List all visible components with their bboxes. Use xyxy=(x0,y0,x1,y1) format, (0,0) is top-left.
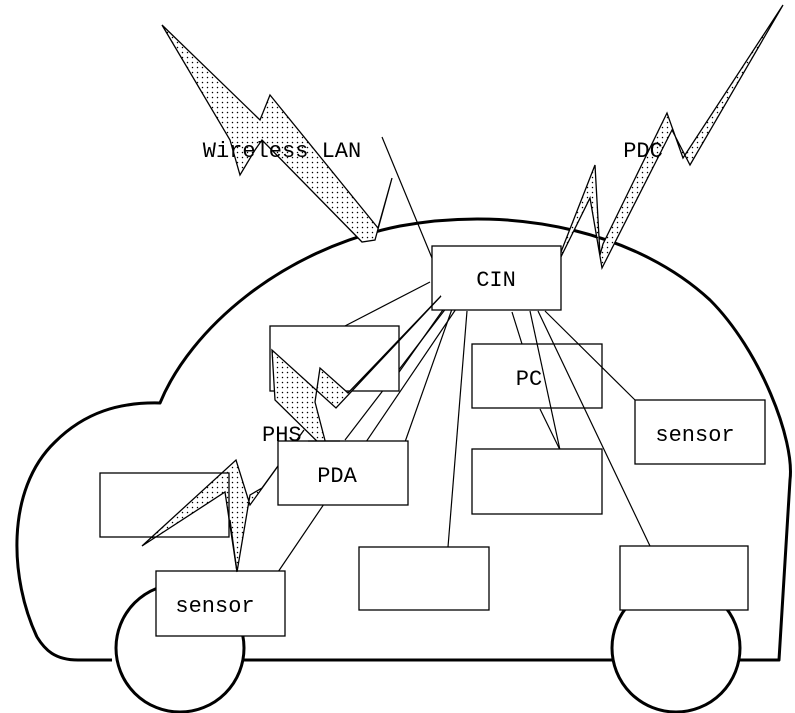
cin-label: CIN xyxy=(476,268,516,293)
device-box-bottom-right xyxy=(620,546,748,610)
pdc-label: PDC xyxy=(623,139,663,164)
pc-node: PC xyxy=(472,344,602,408)
sensor-node-right: sensor xyxy=(635,400,765,464)
pda-label: PDA xyxy=(317,464,357,489)
sensor-right-label: sensor xyxy=(655,423,734,448)
device-box-center xyxy=(472,449,602,514)
pda-node: PDA xyxy=(278,441,408,505)
sensor-bottom-label: sensor xyxy=(175,594,254,619)
wireless-lan-label: Wireless LAN xyxy=(203,139,361,164)
wireless-lan-signal xyxy=(162,25,392,242)
cin-node: CIN xyxy=(432,246,561,310)
phs-label: PHS xyxy=(262,423,302,448)
device-box-bottom-center xyxy=(359,547,489,610)
sensor-node-bottom: sensor xyxy=(156,571,285,636)
pc-label: PC xyxy=(516,367,542,392)
